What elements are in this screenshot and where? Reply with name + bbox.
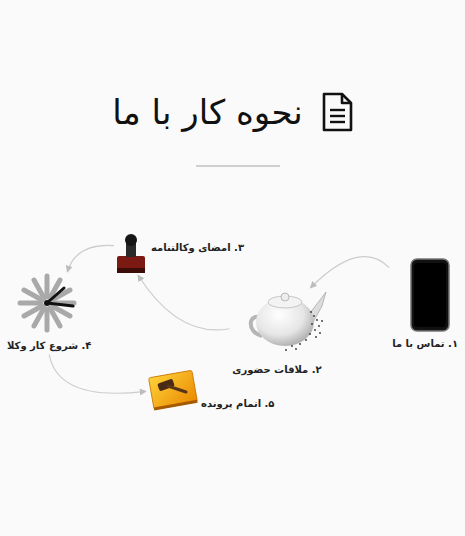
step-label: ۵. اتمام پرونده [198,396,277,413]
folder-icon [149,370,198,410]
step-node: ۲. ملاقات حضوری [229,288,324,379]
page-title: نحوه کار با ما [112,92,303,133]
step-node: ۴. شروع کار وکلا [4,272,94,355]
step-label: ۲. ملاقات حضوری [229,362,324,379]
phone-icon [411,259,449,331]
teapot-icon [251,292,326,351]
step-label: ۱. تماس با ما [389,336,461,353]
step-label: ۴. شروع کار وکلا [4,338,94,355]
title-row: نحوه کار با ما [0,92,465,133]
flow-arrow [49,355,146,394]
stamp-icon [117,234,145,273]
flow-arrow [67,245,114,272]
step-node: ۵. اتمام پرونده [146,366,277,412]
flow-arrow [310,257,389,288]
step-node: ۳. امضای وکالتنامه [114,233,247,275]
clock-icon [20,276,74,330]
step-node: ۱. تماس با ما [389,256,461,353]
step-label: ۳. امضای وکالتنامه [148,240,247,257]
flow-arrow [138,275,229,330]
divider-line [196,165,280,167]
document-icon [321,92,353,132]
